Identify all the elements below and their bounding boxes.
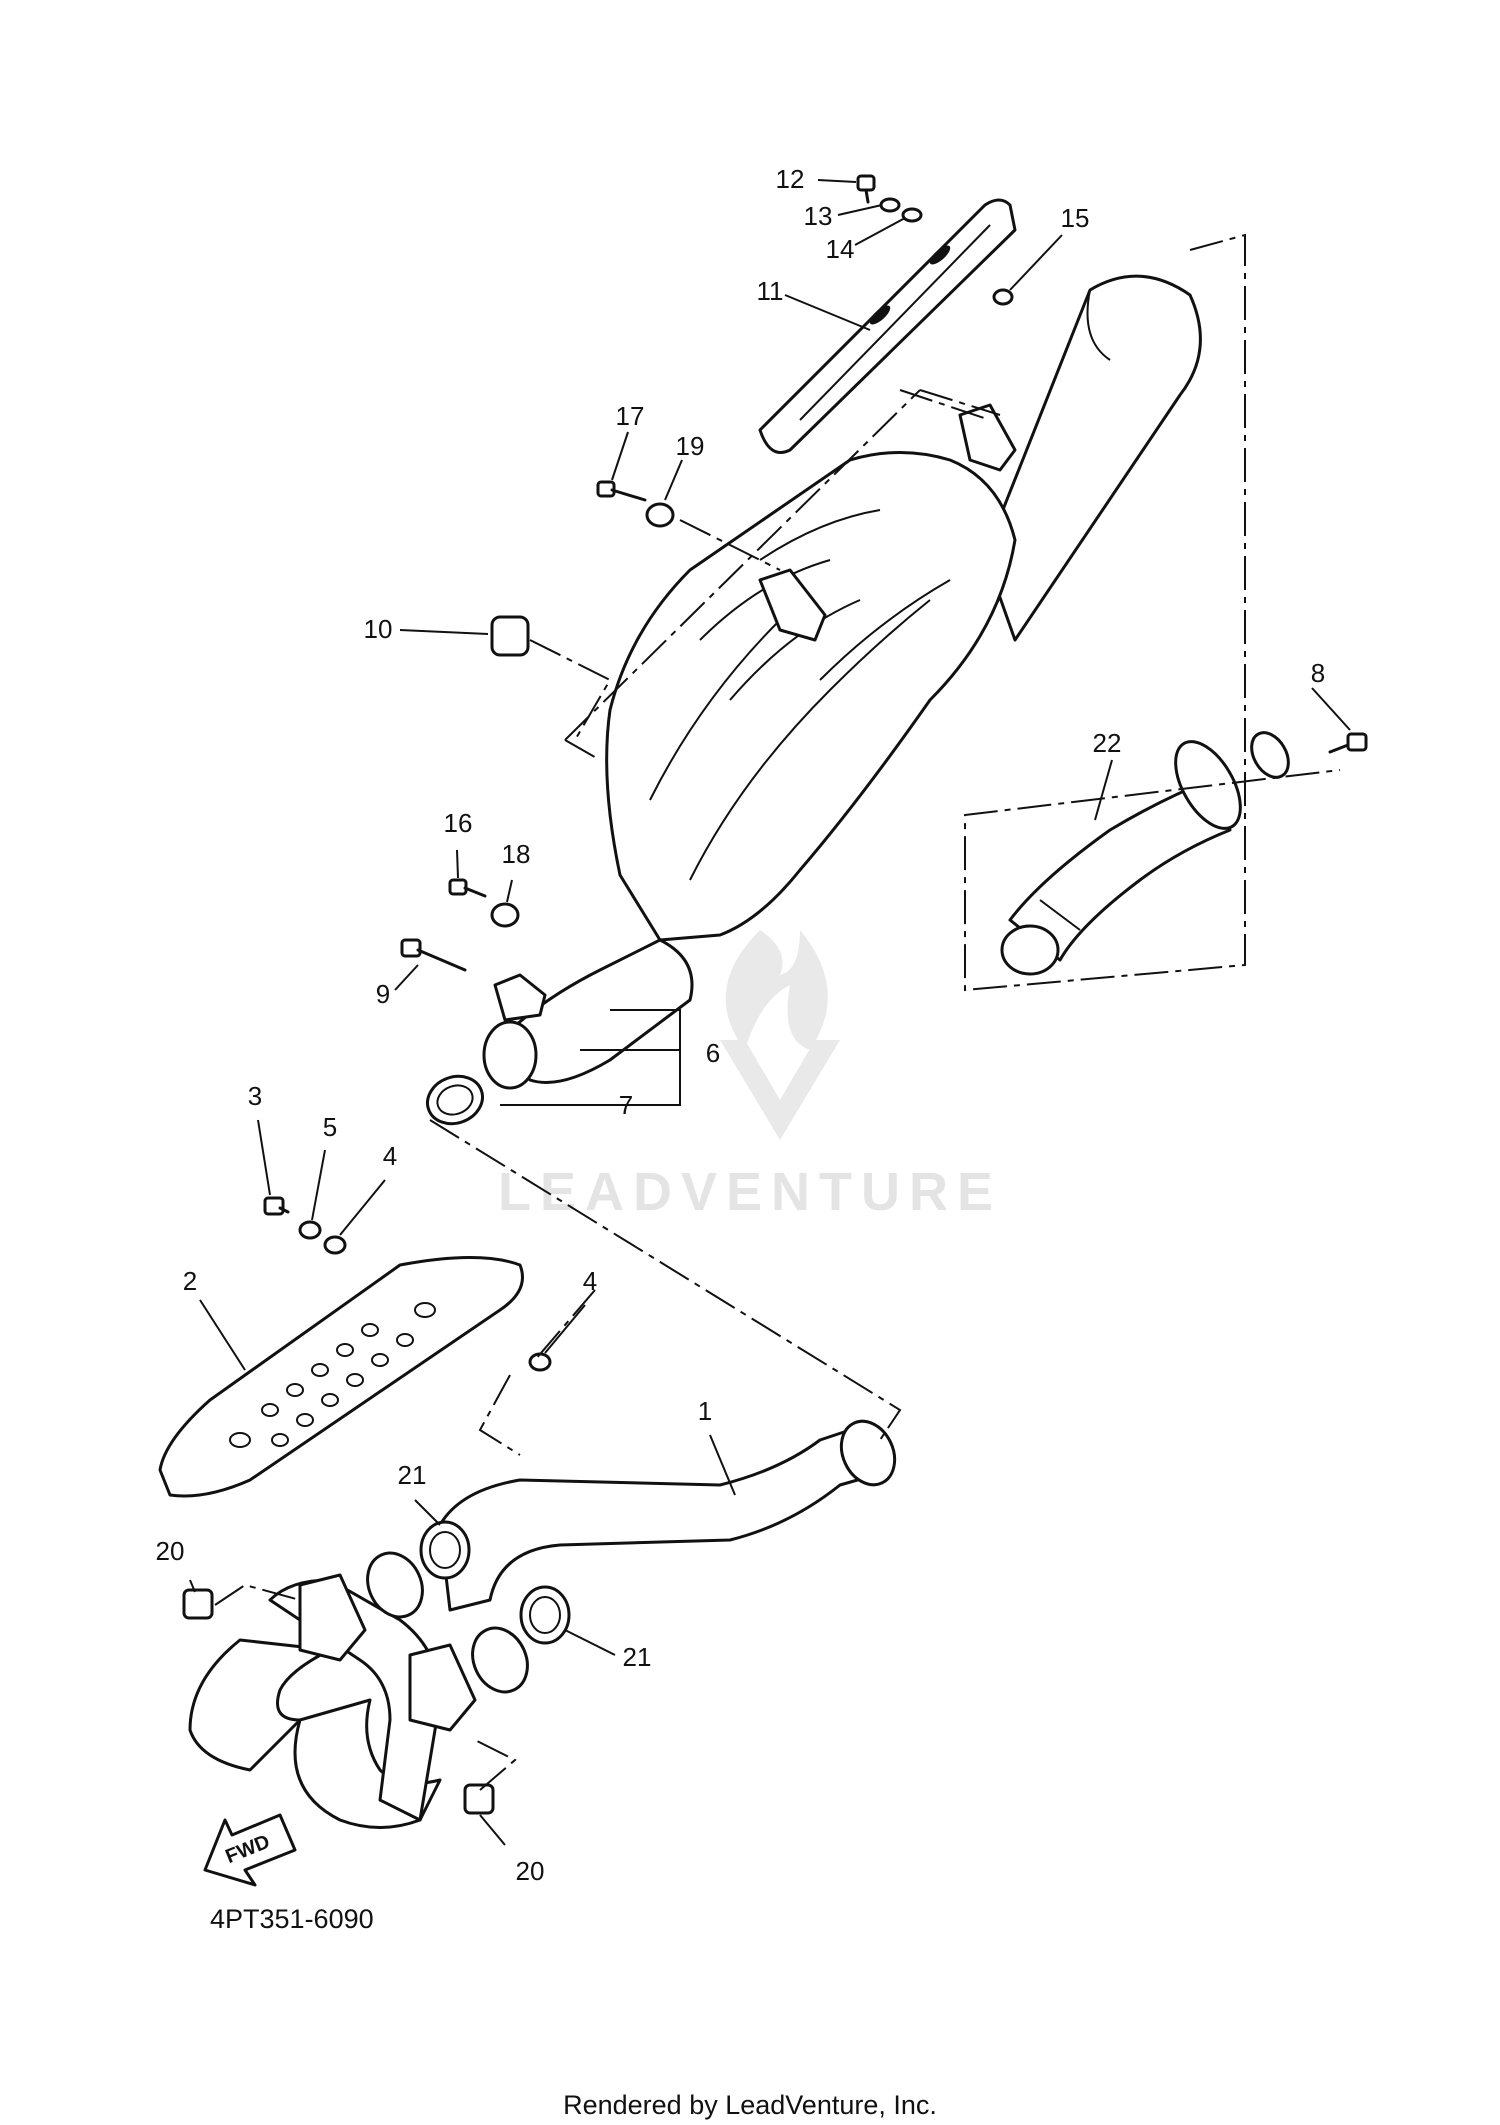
callout-21-lower: 21 [623,1642,652,1672]
gasket-21 [419,1520,571,1645]
callout-16: 16 [444,808,473,838]
callout-2: 2 [183,1266,197,1296]
assembly-lines [214,233,1341,1791]
callout-13: 13 [804,201,833,231]
connector-pipe [1000,731,1290,976]
callout-3: 3 [248,1081,262,1111]
callout-8: 8 [1311,658,1325,688]
callout-4: 4 [383,1141,397,1171]
muffler-assembly [482,274,1202,1090]
leader-lines [189,179,1351,1846]
callout-14: 14 [826,234,855,264]
callout-12: 12 [776,164,805,194]
callouts: 12 13 14 15 11 17 19 10 8 22 16 18 9 6 7… [156,164,1326,1886]
callout-11: 11 [757,276,784,306]
watermark-text: LEADVENTURE [498,1162,1002,1222]
forward-arrow-icon: FWD [203,1813,297,1887]
callout-22: 22 [1093,728,1122,758]
callout-15: 15 [1061,203,1090,233]
gasket-7 [426,1074,484,1126]
callout-7: 7 [619,1090,633,1120]
heat-protector-lower [158,1256,524,1498]
heat-protector-upper [758,198,1017,454]
callout-17: 17 [616,401,645,431]
callout-18: 18 [502,839,531,869]
diagram-part-number: 4PT351-6090 [210,1904,374,1934]
callout-10: 10 [364,614,393,644]
callout-4-lower: 4 [583,1266,597,1296]
callout-20-lower: 20 [516,1856,545,1886]
callout-5: 5 [323,1112,337,1142]
fasteners [182,174,1368,1815]
callout-21-upper: 21 [398,1460,427,1490]
footer-credit: Rendered by LeadVenture, Inc. [563,2090,937,2120]
callout-1: 1 [698,1396,712,1426]
callout-6: 6 [706,1038,720,1068]
callout-19: 19 [676,431,705,461]
callout-9: 9 [376,979,390,1009]
callout-20-upper: 20 [156,1536,185,1566]
